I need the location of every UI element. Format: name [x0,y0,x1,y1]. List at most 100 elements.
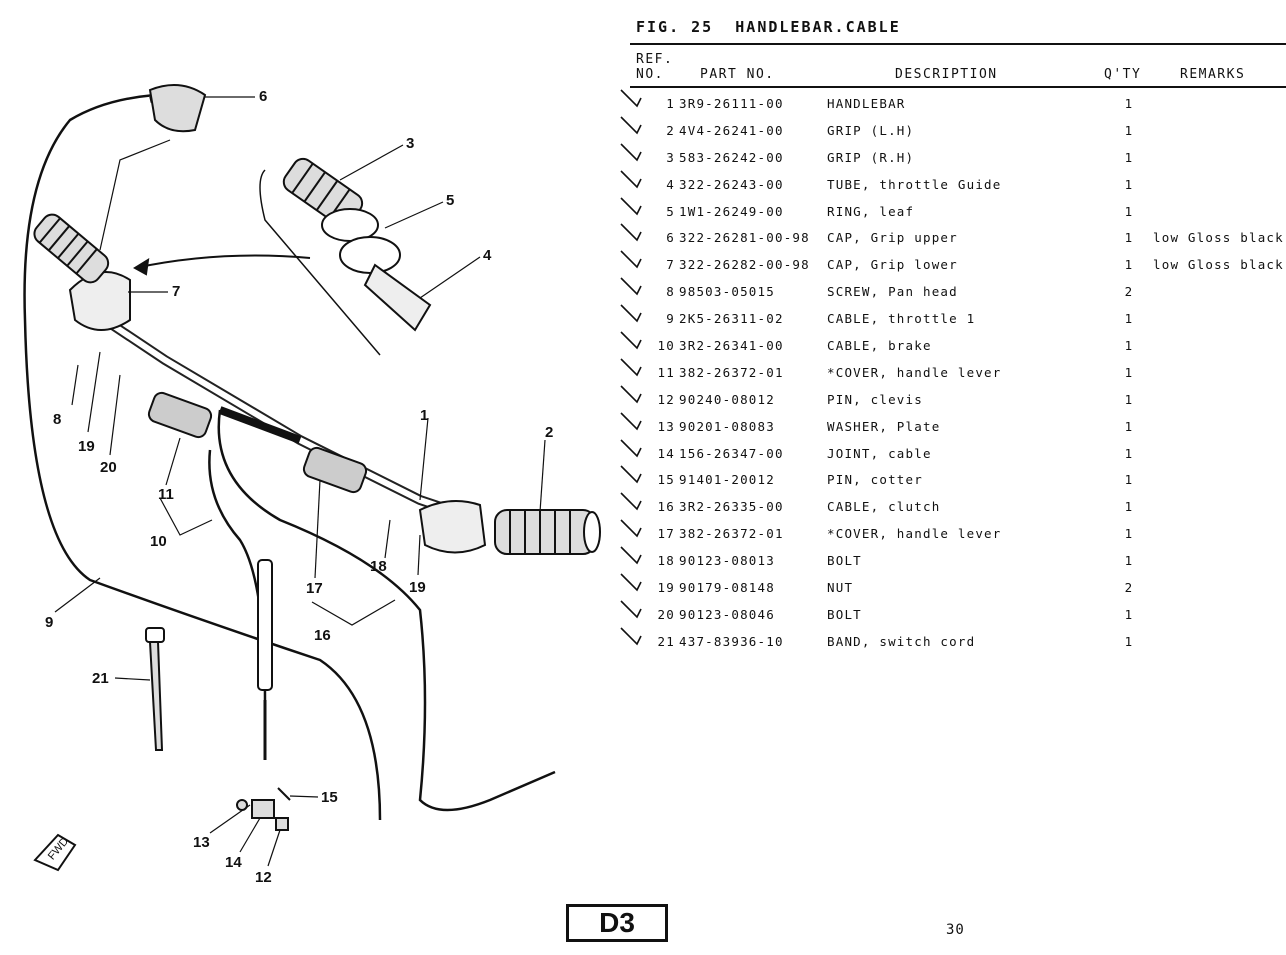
cell-description: *COVER, handle lever [827,364,1002,380]
check-mark-icon [620,412,642,431]
cell-qty: 1 [1124,391,1134,407]
cell-description: TUBE, throttle Guide [827,176,1002,192]
cell-part-no: 2K5-26311-02 [679,311,784,327]
header-part-no: PART NO. [700,67,775,82]
cell-description: HANDLEBAR [827,96,906,111]
cell-description: CABLE, brake [827,338,932,354]
callout-18: 18 [370,558,387,575]
cell-description: CAP, Grip lower [827,257,958,273]
callout-14: 14 [225,854,242,871]
check-mark-icon [620,600,642,619]
cell-ref: 10 [657,338,675,354]
throttle-cable [23,93,382,821]
cell-qty: 1 [1124,445,1134,461]
cell-ref: 21 [657,633,675,649]
cell-qty: 2 [1124,284,1134,300]
cell-qty: 1 [1124,149,1134,165]
cell-qty: 1 [1124,364,1134,380]
cell-description: NUT [827,580,854,596]
callout-8: 8 [53,411,61,428]
header-qty: Q'TY [1104,67,1142,82]
cell-qty: 1 [1124,338,1134,354]
left-grip [33,213,110,284]
cell-description: CABLE, clutch [827,499,941,515]
callout-13: 13 [193,834,210,851]
right-grip [494,509,601,555]
callout-7: 7 [172,283,180,300]
callout-10: 10 [150,533,167,550]
callout-1: 1 [420,407,428,424]
check-mark-icon [620,465,642,484]
cell-part-no: 3R9-26111-00 [679,96,784,111]
cell-part-no: 90240-08012 [679,391,775,407]
callout-20: 20 [100,459,117,476]
cell-description: BAND, switch cord [827,633,976,649]
cell-description: CAP, Grip upper [827,230,958,246]
callout-15: 15 [321,789,338,806]
cell-qty: 1 [1124,96,1134,111]
cell-part-no: 583-26242-00 [679,149,784,165]
cell-qty: 1 [1124,418,1134,434]
cell-part-no: 4V4-26241-00 [679,122,784,138]
brake-cable [208,449,267,701]
header-description: DESCRIPTION [895,67,998,82]
check-mark-icon [620,385,642,404]
figure-title: FIG. 25 HANDLEBAR.CABLE [636,18,901,36]
cell-ref: 4 [666,176,675,192]
cell-description: PIN, clevis [827,391,923,407]
check-mark-icon [620,277,642,296]
switch-cord-band [145,627,165,751]
cell-part-no: 3R2-26335-00 [679,499,784,515]
cell-description: SCREW, Pan head [827,284,958,300]
inset-arrow [134,254,311,269]
cell-ref: 5 [666,203,675,219]
cell-qty: 1 [1124,472,1134,488]
cell-description: WASHER, Plate [827,418,941,434]
cell-remarks: low Gloss black [1153,257,1284,273]
lever-cover-right [302,446,368,494]
callout-17: 17 [306,580,323,597]
fwd-arrow-icon: FWD [33,833,77,872]
cell-ref: 11 [657,364,675,380]
cell-ref: 19 [657,580,675,596]
cell-ref: 6 [666,230,675,246]
callout-16: 16 [314,627,331,644]
cell-part-no: 90201-08083 [679,418,775,434]
inset-leaf-ring-2 [339,236,401,274]
cell-ref: 1 [666,96,675,111]
cell-part-no: 98503-05015 [679,284,775,300]
header-rule [630,86,1286,88]
cell-part-no: 437-83936-10 [679,633,784,649]
cell-part-no: 382-26372-01 [679,364,784,380]
header-ref-line1: REF. [636,52,674,67]
cell-remarks: low Gloss black [1153,230,1284,246]
cell-qty: 1 [1124,633,1134,649]
cell-ref: 9 [666,311,675,327]
check-mark-icon [620,223,642,242]
cell-ref: 15 [657,472,675,488]
cell-ref: 14 [657,445,675,461]
catalog-code-box: D3 [566,904,668,942]
right-lever-housing [418,500,487,554]
cell-part-no: 91401-20012 [679,472,775,488]
cell-part-no: 90123-08046 [679,606,775,622]
cell-ref: 13 [657,418,675,434]
cell-ref: 17 [657,526,675,542]
cell-qty: 1 [1124,203,1134,219]
grip-cap-upper [148,84,207,133]
check-mark-icon [620,546,642,565]
page-number: 30 [946,922,965,938]
parts-table-header: REF. NO. PART NO. DESCRIPTION Q'TY REMAR… [630,52,1286,86]
callout-12: 12 [255,869,272,886]
cell-ref: 16 [657,499,675,515]
callout-3: 3 [406,135,414,152]
callout-21: 21 [92,670,109,687]
